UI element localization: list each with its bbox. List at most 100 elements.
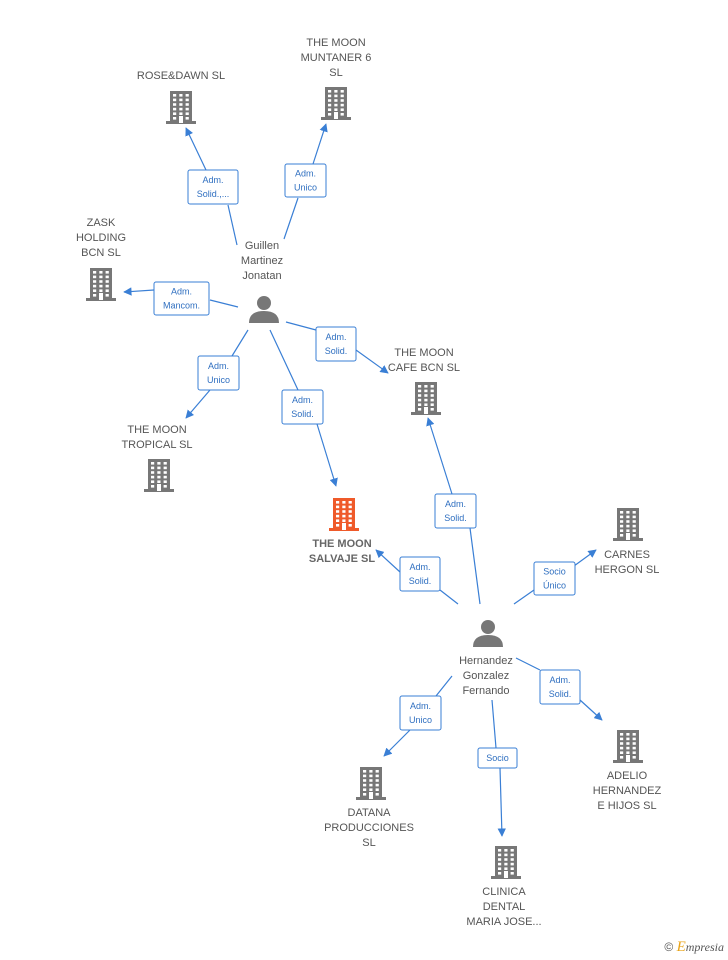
building-window bbox=[179, 94, 183, 97]
building-window bbox=[430, 403, 434, 406]
building-window bbox=[632, 746, 636, 750]
edge-label-box[interactable]: Adm.Unico bbox=[284, 163, 327, 198]
node-label-line: DATANA bbox=[348, 807, 392, 819]
building-window bbox=[498, 872, 502, 875]
building-window bbox=[340, 113, 344, 116]
edge-line bbox=[285, 321, 388, 373]
building-window bbox=[185, 98, 189, 102]
building-icon bbox=[411, 382, 441, 415]
company-node[interactable]: THE MOON TROPICAL SL bbox=[121, 424, 193, 492]
building-window bbox=[626, 742, 630, 745]
edge-label-box[interactable]: Adm.Solid. bbox=[434, 493, 477, 529]
building-window bbox=[99, 271, 103, 274]
building-window bbox=[418, 394, 422, 397]
edge-label-box[interactable]: Adm.Solid. bbox=[281, 389, 324, 425]
node-label-line: THE MOON bbox=[312, 538, 371, 550]
building-window bbox=[626, 511, 630, 514]
node-label-line: HERGON SL bbox=[595, 564, 660, 576]
building-window bbox=[620, 746, 624, 750]
node-label-line: SL bbox=[362, 837, 375, 849]
person-icon bbox=[473, 620, 503, 647]
edge-label-text: Socio bbox=[543, 567, 566, 577]
company-node[interactable]: ROSE&DAWN SL bbox=[137, 70, 225, 124]
building-window bbox=[620, 524, 624, 528]
building-window bbox=[105, 271, 109, 274]
building-door bbox=[369, 792, 373, 799]
edge-label-box[interactable]: Adm.Solid. bbox=[399, 556, 441, 592]
building-window bbox=[626, 520, 630, 523]
building-window bbox=[620, 511, 624, 514]
edge-label-box[interactable]: Adm.Solid. bbox=[539, 669, 581, 705]
building-window bbox=[93, 284, 97, 288]
building-window bbox=[173, 117, 177, 120]
building-window bbox=[157, 471, 161, 474]
building-window bbox=[342, 510, 346, 513]
building-window bbox=[375, 793, 379, 796]
building-window bbox=[340, 103, 344, 107]
building-window bbox=[620, 534, 624, 537]
building-window bbox=[504, 862, 508, 866]
building-window bbox=[620, 742, 624, 745]
building-window bbox=[626, 524, 630, 528]
building-window bbox=[105, 289, 109, 292]
building-window bbox=[179, 103, 183, 106]
node-label-line: THE MOON bbox=[127, 424, 186, 436]
edge-label-box[interactable]: Adm.Mancom. bbox=[153, 281, 210, 316]
edge-label-box[interactable]: Adm.Unico bbox=[399, 695, 442, 731]
building-icon bbox=[356, 767, 386, 800]
building-window bbox=[334, 108, 338, 111]
edge-label-text: Unico bbox=[207, 375, 230, 385]
building-window bbox=[93, 289, 97, 292]
node-label-line: E HIJOS SL bbox=[597, 800, 656, 812]
person-body bbox=[249, 311, 279, 323]
edge-label-box[interactable]: Adm.Unico bbox=[197, 355, 240, 391]
building-window bbox=[328, 108, 332, 111]
edge-label-text: Solid. bbox=[549, 689, 572, 699]
node-label-line: Jonatan bbox=[242, 270, 281, 282]
node-label-line: Hernandez bbox=[459, 655, 513, 667]
building-window bbox=[369, 770, 373, 773]
edge-label-box[interactable]: Adm.Solid.,... bbox=[187, 169, 239, 205]
edge-line bbox=[515, 657, 602, 720]
company-node[interactable]: CARNES HERGON SL bbox=[595, 508, 660, 576]
node-label-line: THE MOON bbox=[306, 37, 365, 49]
edge-box-border bbox=[399, 556, 441, 592]
node-label-line: TROPICAL SL bbox=[121, 439, 192, 451]
building-window bbox=[418, 385, 422, 388]
building-window bbox=[99, 289, 103, 292]
building-window bbox=[430, 398, 434, 402]
edge-label-box[interactable]: Socio bbox=[477, 747, 518, 769]
building-window bbox=[626, 746, 630, 750]
building-window bbox=[342, 519, 346, 522]
building-window bbox=[348, 505, 352, 509]
building-icon bbox=[613, 508, 643, 541]
building-window bbox=[375, 774, 379, 778]
building-window bbox=[375, 779, 379, 782]
edge-box-border bbox=[187, 169, 239, 205]
building-window bbox=[363, 770, 367, 773]
building-window bbox=[424, 389, 428, 393]
building-window bbox=[105, 294, 109, 297]
building-window bbox=[498, 862, 502, 866]
building-window bbox=[173, 98, 177, 102]
building-window bbox=[363, 774, 367, 778]
building-window bbox=[632, 742, 636, 745]
building-window bbox=[424, 394, 428, 397]
building-window bbox=[179, 98, 183, 102]
building-window bbox=[342, 501, 346, 504]
edge-label-box[interactable]: Adm.Solid. bbox=[315, 326, 357, 362]
edge-label-text: Adm. bbox=[292, 395, 313, 405]
node-label-line: Guillen bbox=[245, 240, 279, 252]
node-label-line: CARNES bbox=[604, 549, 650, 561]
